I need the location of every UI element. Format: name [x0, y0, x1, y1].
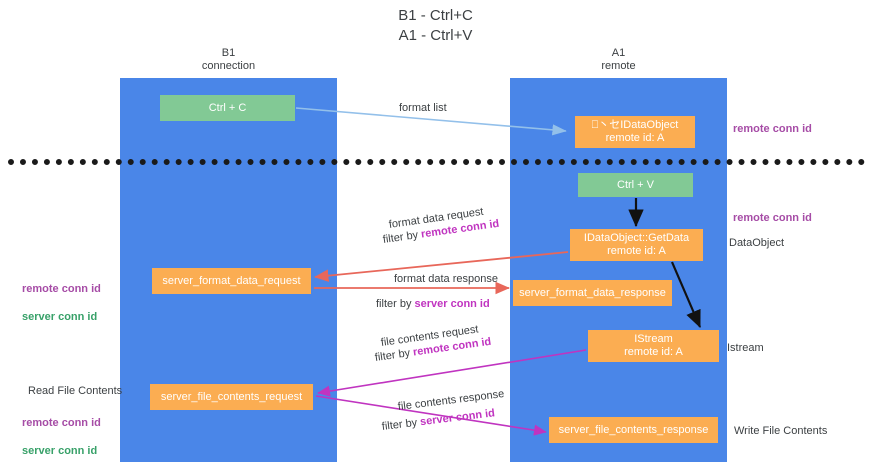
annotation-remote-conn-id-left-2: remote conn id: [22, 417, 101, 429]
box-server-file-contents-request[interactable]: server_file_contents_request: [150, 384, 313, 410]
filter-prefix: filter by: [382, 228, 422, 246]
annotation-server-conn-id-left-2: server conn id: [22, 445, 98, 457]
label-format-list: format list: [399, 102, 447, 114]
annotation-remote-conn-id-left: remote conn id: [22, 283, 101, 295]
filter-key: server conn id: [414, 298, 490, 310]
filter-prefix: filter by: [381, 416, 421, 433]
box-istream[interactable]: IStream remote id: A: [588, 330, 719, 362]
annotation-dataobject: DataObject: [729, 237, 785, 249]
box-server-format-data-request[interactable]: server_format_data_request: [152, 268, 311, 294]
section-divider: [8, 159, 865, 165]
box-idataobject[interactable]: ⎕丶セIDataObject remote id: A: [575, 116, 695, 148]
filter-prefix: filter by: [376, 298, 415, 310]
label-format-data-response-filter: filter by server conn id: [376, 297, 490, 312]
annotation-read-file-contents: Read File Contents: [28, 385, 123, 397]
annotation-remote-conn-id-top: remote conn id: [733, 123, 812, 135]
lane-header-a1: A1 remote: [601, 47, 636, 72]
annotation-istream: Istream: [727, 342, 764, 354]
box-ctrl-v[interactable]: Ctrl + V: [578, 173, 693, 197]
annotation-server-conn-id-left: server conn id: [22, 311, 98, 323]
lane-header-b1: B1 connection: [201, 47, 256, 72]
filter-prefix: filter by: [374, 346, 414, 364]
box-ctrl-c[interactable]: Ctrl + C: [160, 95, 295, 121]
box-idataobject-getdata[interactable]: IDataObject::GetData remote id: A: [570, 229, 703, 261]
annotation-remote-conn-id-mid: remote conn id: [733, 212, 812, 224]
box-server-format-data-response[interactable]: server_format_data_response: [513, 280, 672, 306]
box-server-file-contents-response[interactable]: server_file_contents_response: [549, 417, 718, 443]
annotation-left-conn-ids-top: remote conn id server conn id: [22, 268, 101, 338]
annotation-write-file-contents: Write File Contents: [734, 425, 828, 437]
label-format-data-response: format data response: [394, 273, 498, 285]
annotation-left-conn-ids-bottom: remote conn id server conn id: [22, 402, 101, 472]
page-title: B1 - Ctrl+C A1 - Ctrl+V: [398, 7, 473, 44]
